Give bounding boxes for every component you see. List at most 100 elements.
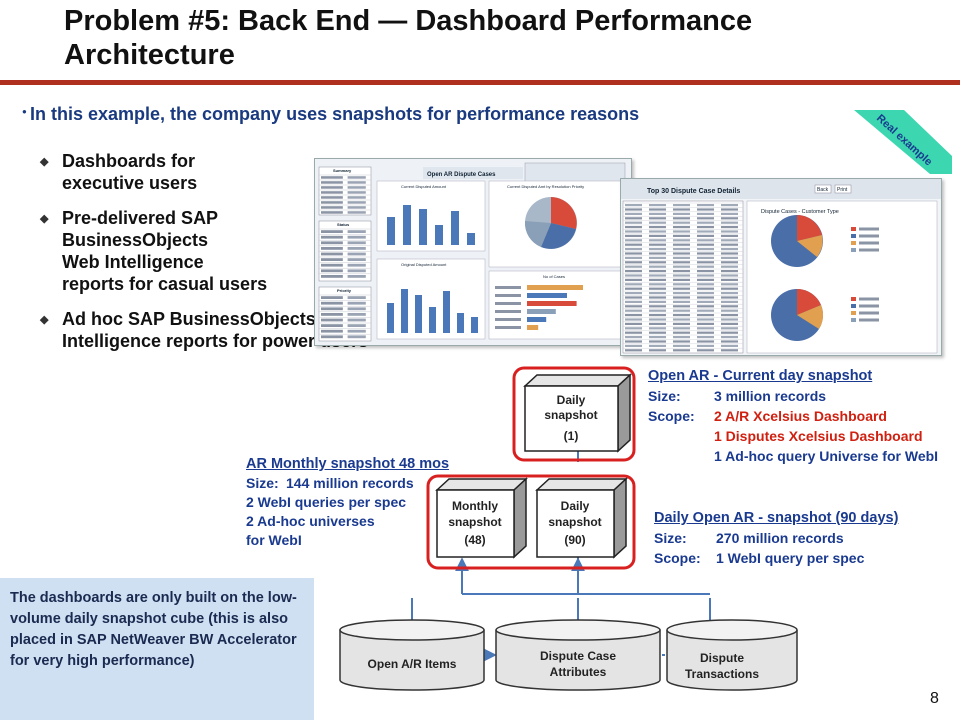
table-cell — [721, 239, 738, 242]
table-cell — [625, 252, 642, 255]
table-cell — [321, 241, 343, 245]
table-cell — [347, 324, 366, 327]
table-cell — [649, 234, 666, 237]
table-cell — [347, 176, 366, 179]
table-cell — [321, 211, 343, 214]
cube-label: Daily — [557, 393, 586, 407]
table-cell — [625, 221, 642, 224]
table-cell — [347, 196, 366, 199]
table-cell — [649, 318, 666, 321]
table-cell — [697, 327, 714, 330]
table-cell — [625, 265, 642, 268]
ar-monthly-size-value: 144 million records — [286, 475, 414, 491]
table-cell — [697, 318, 714, 321]
table-cell — [649, 221, 666, 224]
bullet-list: ◆ Dashboards for executive users ◆ Pre-d… — [40, 150, 440, 365]
table-cell — [649, 331, 666, 334]
open-ar-heading: Open AR - Current day snapshot — [648, 368, 873, 384]
table-cell — [347, 301, 366, 305]
database-label: Dispute — [700, 651, 744, 665]
table-cell — [697, 309, 714, 312]
hbar-label — [495, 302, 521, 305]
table-cell — [697, 221, 714, 224]
table-cell — [673, 265, 690, 268]
table-cell — [673, 230, 690, 233]
priority-label: Priority — [337, 288, 352, 293]
table-cell — [673, 327, 690, 330]
table-cell — [321, 258, 343, 261]
open-ar-size-value: 3 million records — [714, 388, 827, 404]
table-cell — [673, 204, 690, 207]
table-cell — [721, 340, 738, 343]
legend-swatch — [851, 241, 856, 245]
table-cell — [721, 204, 738, 207]
bar — [401, 289, 408, 333]
table-cell — [347, 230, 366, 233]
bullet-line: Intelligence reports for power users — [62, 331, 369, 351]
table-cell — [697, 217, 714, 220]
table-cell — [649, 265, 666, 268]
daily-open-ar-annotation: Daily Open AR - snapshot (90 days) Size:… — [654, 508, 954, 568]
table-cell — [347, 329, 366, 333]
table-cell — [321, 296, 343, 299]
table-cell — [347, 296, 366, 299]
table-cell — [673, 239, 690, 242]
table-cell — [721, 248, 738, 251]
table-cell — [649, 292, 666, 295]
table-cell — [625, 270, 642, 273]
table-cell — [625, 340, 642, 343]
table-cell — [673, 256, 690, 259]
bar — [457, 313, 464, 333]
table-cell — [649, 283, 666, 286]
table-cell — [347, 235, 366, 239]
back-button: Back — [817, 187, 829, 193]
table-cell — [673, 309, 690, 312]
table-cell — [721, 226, 738, 229]
table-cell — [721, 309, 738, 312]
table-cell — [321, 235, 343, 239]
table-cell — [697, 270, 714, 273]
table-cell — [347, 269, 366, 273]
table-cell — [697, 252, 714, 255]
table-cell — [673, 270, 690, 273]
table-cell — [625, 322, 642, 325]
database-label: Attributes — [550, 665, 607, 679]
legend-label — [859, 311, 879, 315]
table-cell — [649, 230, 666, 233]
hbar-label — [495, 326, 521, 329]
table-cell — [721, 252, 738, 255]
daily-open-ar-scope-value: 1 WebI query per spec — [716, 550, 865, 566]
real-example-tag: Real example — [854, 110, 952, 174]
legend-swatch — [851, 234, 856, 238]
bar — [387, 303, 394, 333]
table-cell — [625, 261, 642, 264]
table-cell — [625, 239, 642, 242]
table-cell — [625, 344, 642, 347]
bar — [451, 211, 459, 245]
bullet-line: reports for casual users — [62, 274, 268, 294]
table-cell — [321, 206, 343, 209]
legend-label — [859, 234, 879, 238]
table-cell — [697, 283, 714, 286]
bullet-dot-icon: ● — [22, 107, 27, 116]
table-cell — [649, 278, 666, 281]
table-cell — [347, 206, 366, 209]
table-cell — [697, 305, 714, 308]
cube-label: Daily — [561, 499, 590, 513]
bullet-line: Pre-delivered SAP — [62, 208, 219, 228]
bar — [415, 295, 422, 333]
table-cell — [321, 275, 343, 278]
table-cell — [625, 331, 642, 334]
table-cell — [697, 265, 714, 268]
hbar-label — [495, 294, 521, 297]
table-cell — [347, 201, 366, 204]
table-cell — [649, 261, 666, 264]
table-cell — [721, 208, 738, 211]
table-cell — [649, 239, 666, 242]
table-cell — [673, 344, 690, 347]
table-cell — [697, 239, 714, 242]
table-cell — [625, 217, 642, 220]
table-cell — [649, 344, 666, 347]
ar-monthly-annotation: AR Monthly snapshot 48 mos Size:144 mill… — [246, 454, 449, 549]
table-cell — [649, 327, 666, 330]
